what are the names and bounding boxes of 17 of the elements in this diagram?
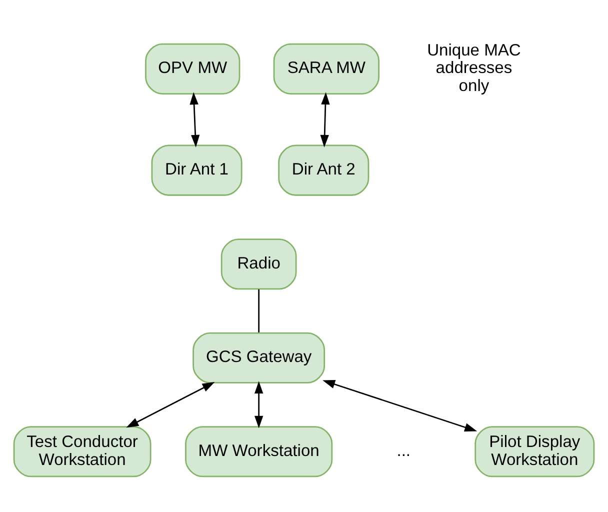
- arrow: [322, 380, 478, 432]
- node-box: Test Conductor Workstation: [13, 426, 152, 477]
- label: ...: [396, 440, 411, 460]
- node-box: OPV MW: [145, 42, 240, 94]
- arrow: [320, 92, 330, 147]
- node-box: SARA MW: [273, 42, 380, 94]
- node-box: Dir Ant 1: [151, 144, 242, 196]
- connector: [258, 288, 260, 332]
- node-box: Radio: [220, 238, 297, 290]
- label: Unique MAC addresses only: [427, 40, 521, 95]
- arrow: [254, 380, 264, 428]
- node-box: GCS Gateway: [192, 332, 326, 383]
- node-box: MW Workstation: [185, 426, 333, 477]
- node-box: Dir Ant 2: [278, 144, 370, 196]
- arrow: [190, 92, 200, 147]
- node-box: Pilot Display Workstation: [474, 426, 595, 477]
- arrow: [126, 381, 215, 428]
